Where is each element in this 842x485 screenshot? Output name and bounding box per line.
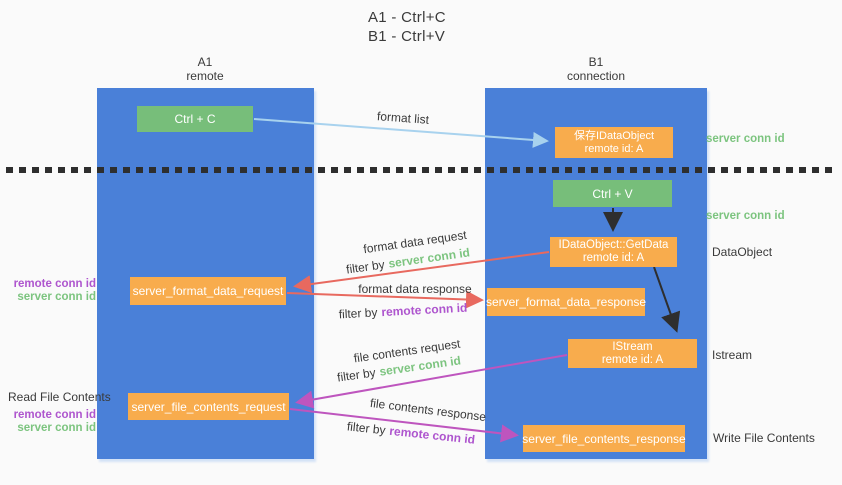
diagram-title: A1 - Ctrl+C B1 - Ctrl+V xyxy=(368,8,446,46)
phase-separator-dotted-line xyxy=(6,167,836,173)
node-getdata-line2: remote id: A xyxy=(582,252,645,264)
right-label-server-conn-id-mid: server conn id xyxy=(706,210,785,222)
left-label-server-conn-id-format: server conn id xyxy=(17,291,96,303)
node-ctrl-v: Ctrl + V xyxy=(553,180,672,207)
right-label-dataobject: DataObject xyxy=(712,245,773,259)
filter-prefix: filter by xyxy=(336,365,377,385)
node-format-request-label: server_format_data_request xyxy=(132,284,284,298)
left-label-remote-conn-id-format: remote conn id xyxy=(13,278,96,290)
node-server-file-contents-response: server_file_contents_response xyxy=(522,425,686,452)
right-label-server-conn-id-top: server conn id xyxy=(706,133,785,145)
node-server-file-contents-request: server_file_contents_request xyxy=(128,393,289,420)
label-format-list: format list xyxy=(376,109,430,127)
node-server-format-data-request: server_format_data_request xyxy=(130,277,286,305)
right-label-istream: Istream xyxy=(712,348,753,362)
node-istream: IStream remote id: A xyxy=(568,339,697,368)
filter-prefix: filter by xyxy=(345,257,386,277)
label-file-contents-response: file contents response xyxy=(369,395,487,425)
column-a1-subtitle: remote xyxy=(186,69,224,83)
filter-prefix: filter by xyxy=(338,305,378,322)
column-a1-name: A1 xyxy=(197,55,213,69)
node-save-idataobject-line2: remote id: A xyxy=(584,142,644,155)
title-line-a1: A1 - Ctrl+C xyxy=(368,9,446,26)
node-save-idataobject: 保存IDataObject remote id: A xyxy=(555,127,673,158)
column-header-b1: B1 connection xyxy=(546,55,646,83)
node-ctrl-c-label: Ctrl + C xyxy=(174,112,216,126)
left-label-remote-conn-id-file: remote conn id xyxy=(13,409,96,421)
column-b1-subtitle: connection xyxy=(566,69,626,83)
column-header-a1: A1 remote xyxy=(155,55,255,83)
node-getdata-line1: IDataObject::GetData xyxy=(558,239,669,251)
node-ctrl-v-label: Ctrl + V xyxy=(592,186,633,201)
title-line-b1: B1 - Ctrl+V xyxy=(368,28,446,45)
node-save-idataobject-line1: 保存IDataObject xyxy=(573,129,655,142)
left-label-server-conn-id-file: server conn id xyxy=(17,422,96,434)
node-file-response-label: server_file_contents_response xyxy=(522,431,686,446)
filter-key-remote-conn-id: remote conn id xyxy=(380,300,468,320)
filter-key-remote-conn-id: remote conn id xyxy=(388,423,476,447)
node-istream-line1: IStream xyxy=(612,340,653,353)
label-format-data-response: format data response xyxy=(358,282,472,296)
right-label-write-file-contents: Write File Contents xyxy=(713,431,815,445)
filter-prefix: filter by xyxy=(346,419,387,438)
left-label-read-file-contents: Read File Contents xyxy=(8,390,111,404)
node-file-request-label: server_file_contents_request xyxy=(131,399,286,414)
node-server-format-data-response: server_format_data_response xyxy=(485,288,647,316)
column-b1-name: B1 xyxy=(588,55,604,69)
left-label-group-file: remote conn id server conn id xyxy=(8,409,96,435)
left-label-group-format: remote conn id server conn id xyxy=(8,278,96,304)
node-format-response-label: server_format_data_response xyxy=(485,295,647,309)
node-idataobject-getdata: IDataObject::GetData remote id: A xyxy=(550,237,677,267)
node-istream-line2: remote id: A xyxy=(601,353,664,366)
node-ctrl-c: Ctrl + C xyxy=(137,106,253,132)
